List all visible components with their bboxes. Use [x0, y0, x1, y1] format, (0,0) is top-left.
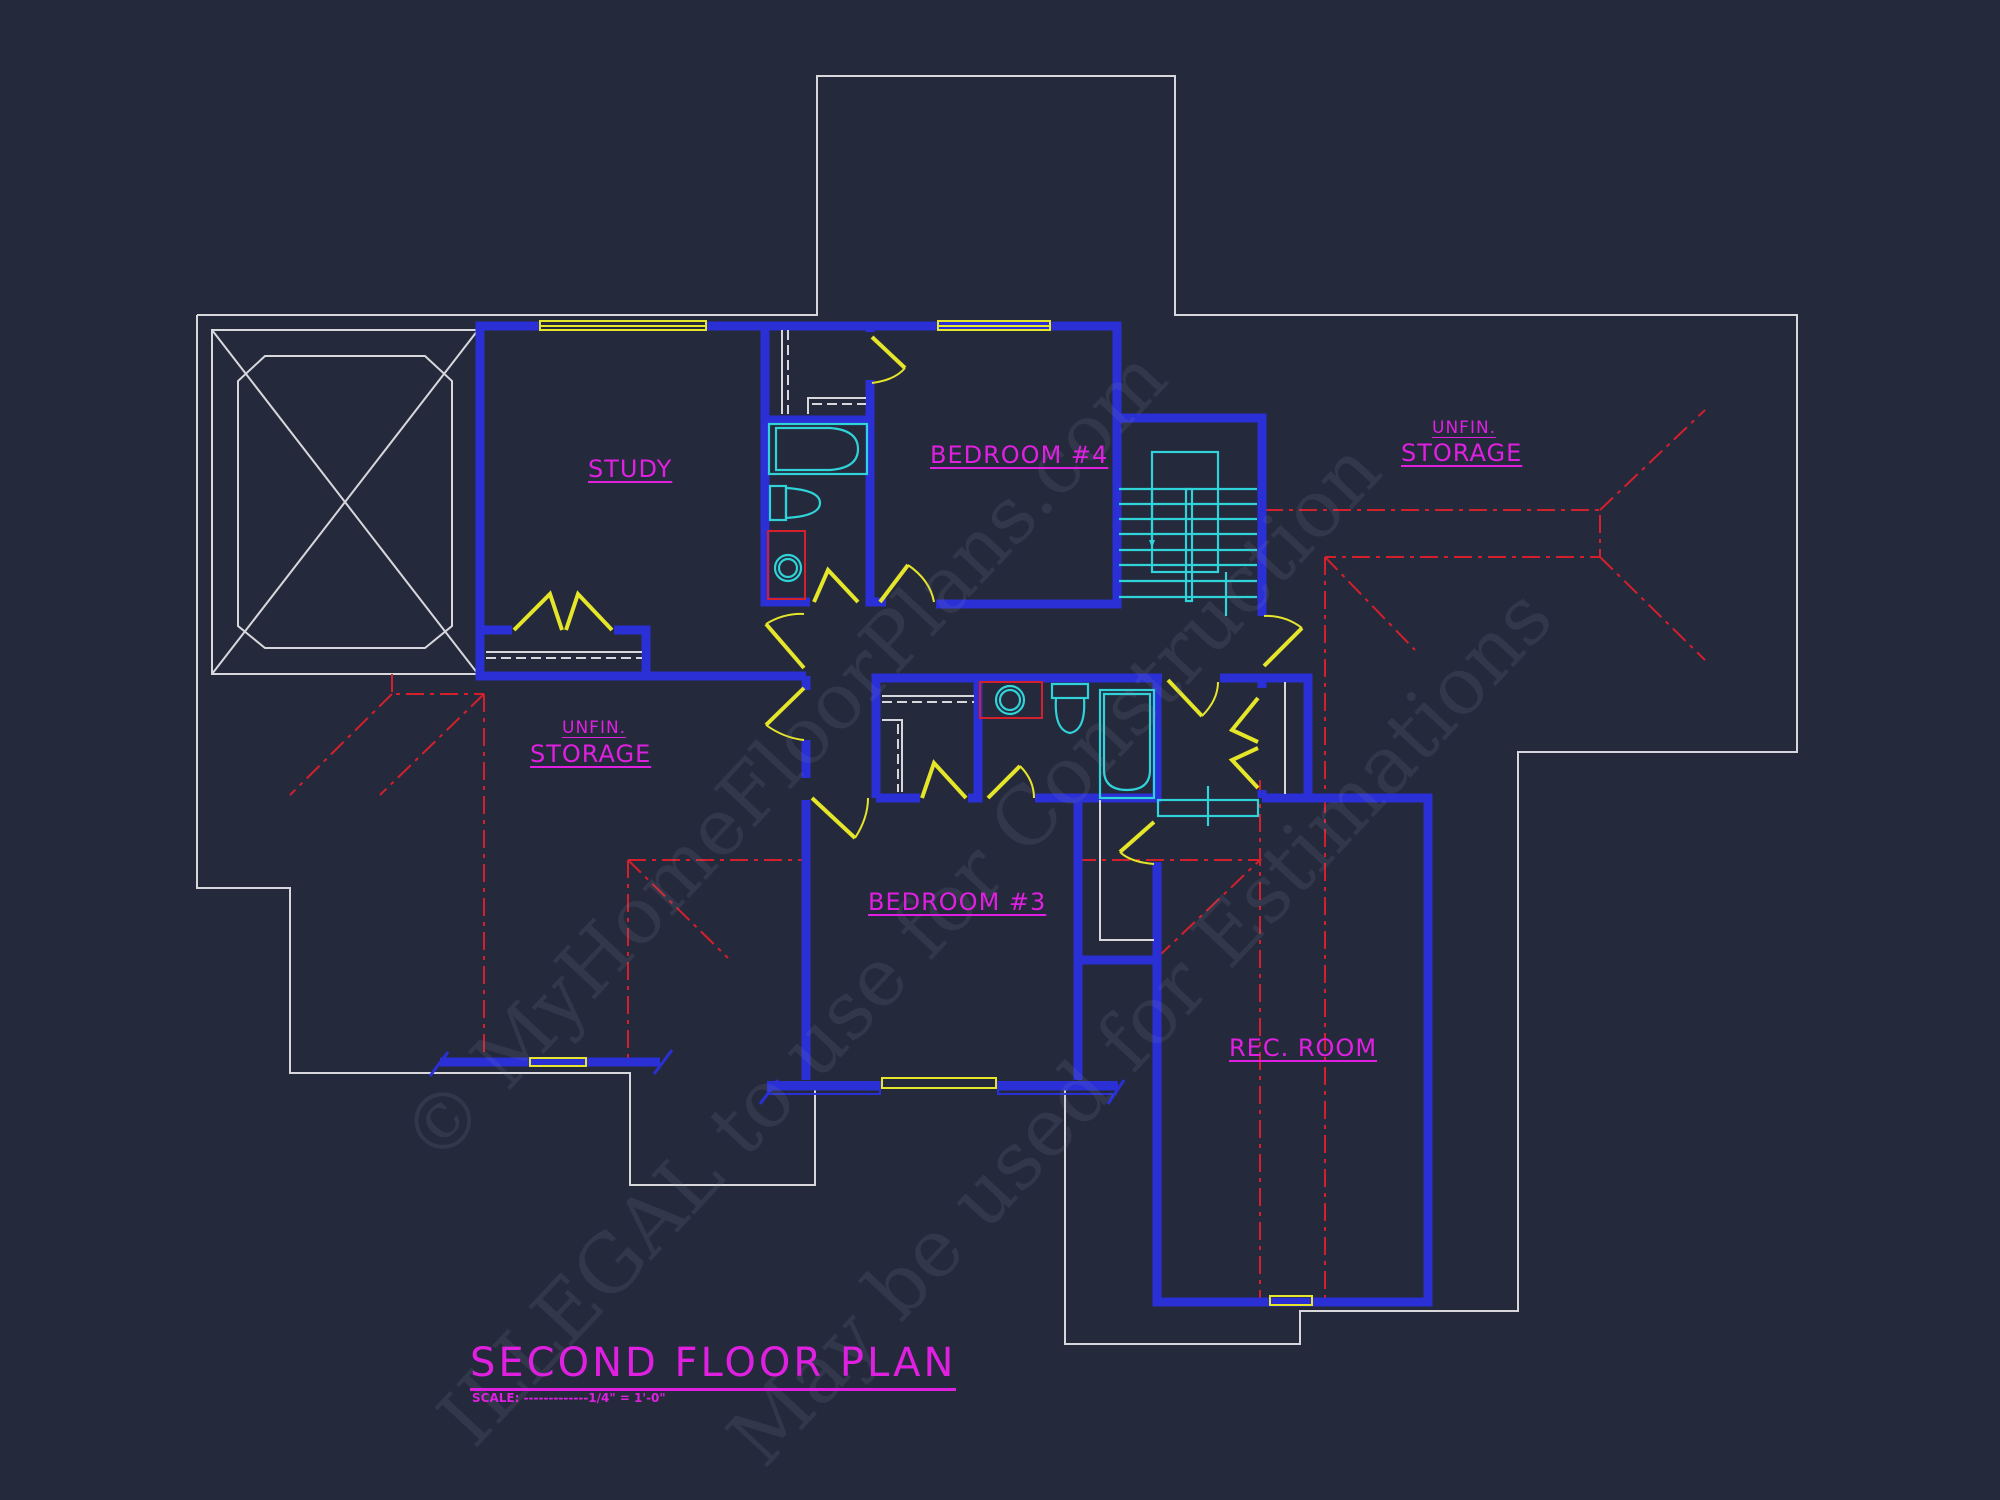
- room-label-bedroom-3: BEDROOM #3: [868, 888, 1047, 916]
- room-label-rec-room: REC. ROOM: [1229, 1034, 1378, 1062]
- room-label-storage-ne: STORAGE: [1401, 439, 1523, 467]
- drawing-scale: SCALE: -------------1/4" = 1'-0": [472, 1391, 666, 1405]
- bath-fixtures: [767, 422, 1260, 826]
- room-sublabel-storage-ne: UNFIN.: [1432, 418, 1497, 438]
- windows: [529, 320, 1313, 1306]
- stairs: [1119, 450, 1257, 616]
- room-label-study: STUDY: [588, 455, 673, 483]
- room-label-bedroom-4: BEDROOM #4: [930, 441, 1109, 469]
- doors: [512, 335, 1304, 865]
- roof-outline: [196, 75, 1798, 1345]
- ridge-lines: [289, 409, 1706, 1300]
- room-sublabel-storage-w: UNFIN.: [562, 718, 627, 738]
- drawing-title: SECOND FLOOR PLAN: [470, 1340, 957, 1391]
- closet-shelves: [486, 330, 1286, 941]
- wall-hatching: [428, 1049, 1126, 1105]
- room-label-storage-w: STORAGE: [530, 740, 652, 768]
